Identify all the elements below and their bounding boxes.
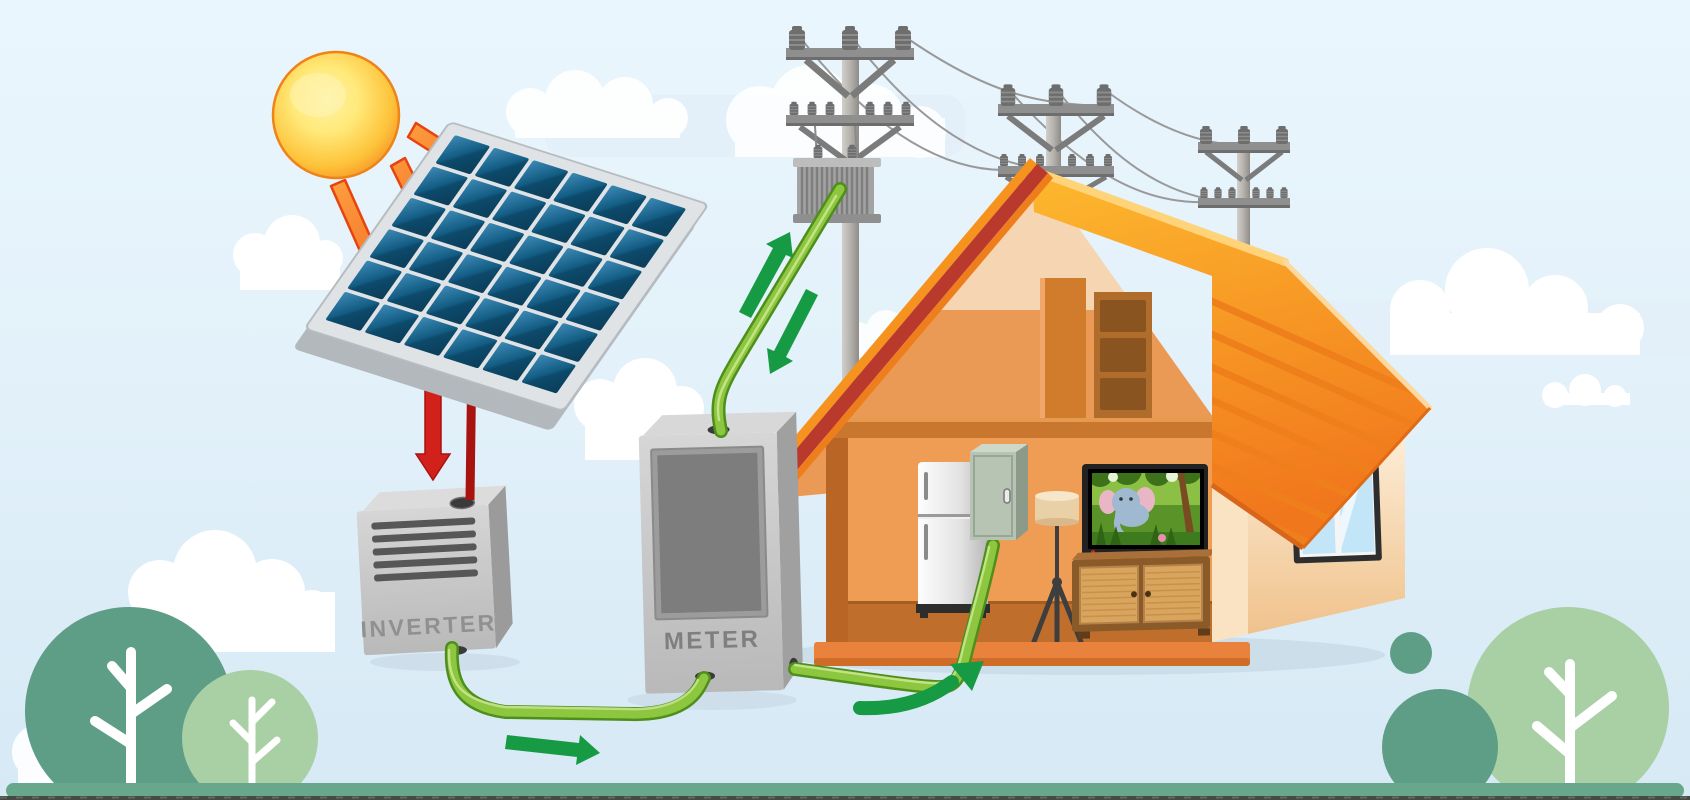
- flow-arrow-from-grid: [767, 289, 818, 374]
- meter: METER: [638, 411, 803, 694]
- tv-screen: [1092, 473, 1200, 545]
- cloud-panel-top: [506, 70, 688, 138]
- cloud-right-small: [1542, 374, 1630, 408]
- ac-cable-meter-to-grid: [711, 182, 847, 438]
- cloud-right-large: [1390, 248, 1644, 355]
- inverter-shadow: [370, 653, 520, 671]
- ac-cable-inverter-to-meter: [444, 641, 711, 722]
- sun-highlight: [290, 73, 346, 117]
- tv: [1082, 464, 1208, 557]
- inverter-dc-inlet: [449, 496, 476, 510]
- utility-pole-1: [786, 25, 914, 400]
- gable-trim: [758, 158, 1053, 500]
- flow-arrow-meter-to-house: [853, 661, 984, 716]
- trees-left: [25, 607, 318, 800]
- breaker-box-handle: [1003, 488, 1011, 504]
- inverter: INVERTER: [356, 485, 513, 656]
- attic-divider-wall: [1040, 278, 1086, 418]
- solar-panel: [295, 122, 708, 430]
- living-room: [826, 438, 1216, 657]
- tree-large-right-branches: [1532, 659, 1617, 797]
- cloud-left-of-sun: [233, 215, 343, 290]
- sun: [271, 50, 401, 180]
- ground-strip: [6, 783, 1684, 798]
- panel-cells: [326, 135, 686, 394]
- breaker-box: [970, 444, 1028, 540]
- tree-large-left-branches: [90, 647, 172, 797]
- meter-screen: [657, 452, 762, 614]
- attic-shelf: [1094, 292, 1152, 418]
- flow-arrow-inverter-to-meter: [505, 735, 600, 765]
- foundation-slab: [814, 642, 1250, 666]
- tree-small-left-branches: [229, 696, 281, 796]
- roof: [1028, 166, 1433, 551]
- bush-right: [1382, 689, 1498, 800]
- attic-floor: [826, 418, 1212, 438]
- bush-dot-right: [1390, 632, 1432, 674]
- inverter-vents: [371, 517, 478, 582]
- meter-label: METER: [664, 626, 761, 656]
- power-wire-4: [1008, 89, 1207, 204]
- flow-arrow-to-grid: [739, 232, 793, 318]
- bottom-edge: [0, 796, 1690, 800]
- cloud-behind-meter: [574, 358, 704, 460]
- trees-right: [1382, 607, 1669, 800]
- cabinet: [1072, 549, 1216, 639]
- power-wire-1: [798, 35, 1005, 171]
- utility-pole-3: [1198, 125, 1290, 255]
- house: [758, 158, 1433, 675]
